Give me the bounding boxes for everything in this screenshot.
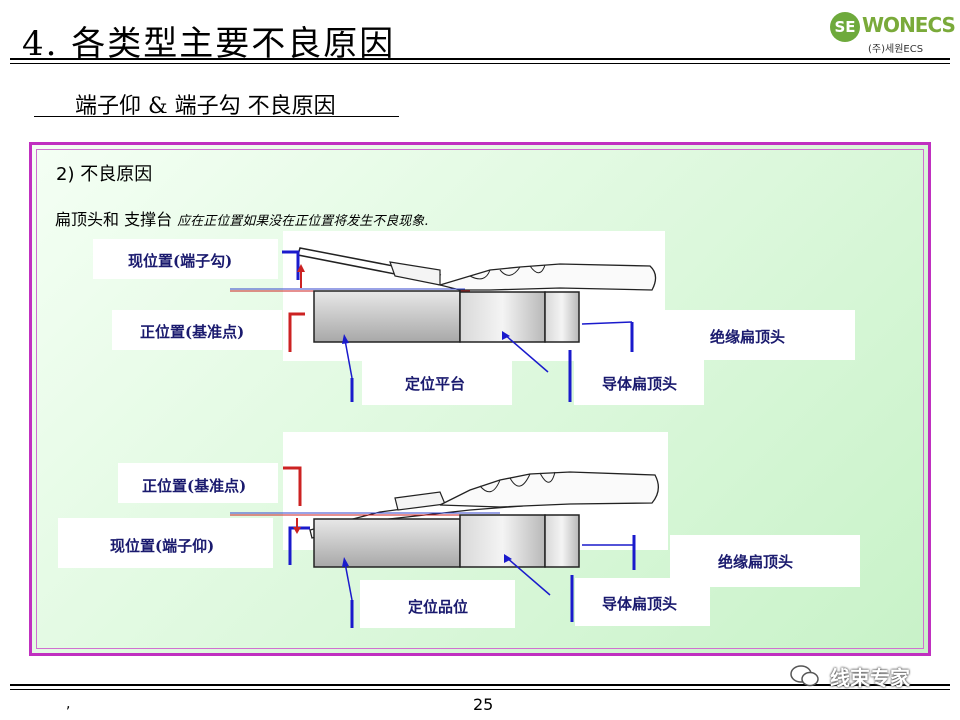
terminal-top-barrel [469,264,546,280]
pointer-top-conductor-line [503,333,549,373]
label-box-top-insulation [655,310,855,360]
marker-bottom-current [288,526,310,565]
label-top-current-position: 现位置(端子勾) [128,252,233,270]
label-bottom-correct-position: 正位置(基准点) [142,477,247,495]
pointer-bottom-conductor-head [504,554,512,563]
terminal-bottom-barrel [479,471,556,493]
label-top-conductor-head: 导体扁顶头 [602,375,678,393]
section-description: 扁顶头和 支撑台 应在正位置如果没在正位置将发生不良现象. [55,206,428,230]
page-number: 25 [473,695,494,714]
title-rule [10,58,950,60]
arrow-top-offset-head [297,264,305,272]
company-logo: SE WONECS (주)세원ECS [830,8,956,58]
label-bottom-insulation-head: 绝缘扁顶头 [718,553,794,571]
label-box-top-conductor [574,360,704,405]
marker-bottom-correct [283,466,302,506]
pointer-top-insulation-line [581,321,633,325]
label-bottom-current-position: 现位置(端子仰) [110,537,215,555]
pointer-bottom-platform-line [344,562,353,601]
pointer-bottom-platform-head [342,557,349,567]
label-box-bottom-current [58,518,273,568]
label-box-top-correct [112,310,282,350]
pointer-top-platform-line [344,339,353,379]
label-box-bottom-insulation [670,535,860,587]
label-box-bottom-correct [118,463,278,503]
label-box-top-platform [362,360,512,405]
pointer-top-platform-head [342,334,349,344]
pointer-top-conductor-head [502,331,510,340]
watermark-text: 线束专家 [830,666,910,690]
section-heading: 2) 不良原因 [56,164,153,185]
label-bottom-conductor-head: 导体扁顶头 [602,595,678,613]
label-bottom-platform: 定位品位 [408,598,469,616]
terminal-top-body [389,261,441,286]
platform-block-bottom [313,518,461,568]
marker-top-correct [288,312,305,352]
arrow-bottom-offset-head [293,527,301,534]
description-detail: 应在正位置如果没在正位置将发生不良现象. [177,214,429,229]
subtitle-rule [34,116,399,117]
label-box-top-current [93,239,278,279]
wechat-icon [790,665,819,687]
insulation-head-bottom [544,514,580,568]
diagram-top [230,247,657,402]
logo-name: WONECS [862,13,956,37]
insulation-head-top [544,291,580,343]
slide-subtitle: 端子仰 & 端子勾 不良原因 [75,94,336,119]
terminal-bottom-crimp [439,471,659,508]
conductor-head-bottom [459,514,546,568]
logo-mark-icon: SE [830,12,860,42]
logo-subtitle: (주)세원ECS [868,44,924,55]
label-top-platform: 定位平台 [405,375,466,393]
description-main: 扁顶头和 支撑台 [55,210,173,229]
slide-title: 4. 各类型主要不良原因 [22,24,396,64]
title-rule-thin [10,63,950,64]
platform-block-top [313,290,461,343]
marker-top-current [282,250,300,280]
diagram-bottom [230,466,659,628]
label-top-correct-position: 正位置(基准点) [140,323,245,341]
footer-rule [10,684,950,686]
pointer-bottom-conductor-line [505,556,551,596]
footer-rule-thin [10,689,950,690]
content-panel-inner [36,149,924,649]
footer-mark: , [66,696,71,712]
label-top-insulation-head: 绝缘扁顶头 [710,328,786,346]
label-box-bottom-platform [360,580,515,628]
terminal-top-crimp [437,263,657,291]
